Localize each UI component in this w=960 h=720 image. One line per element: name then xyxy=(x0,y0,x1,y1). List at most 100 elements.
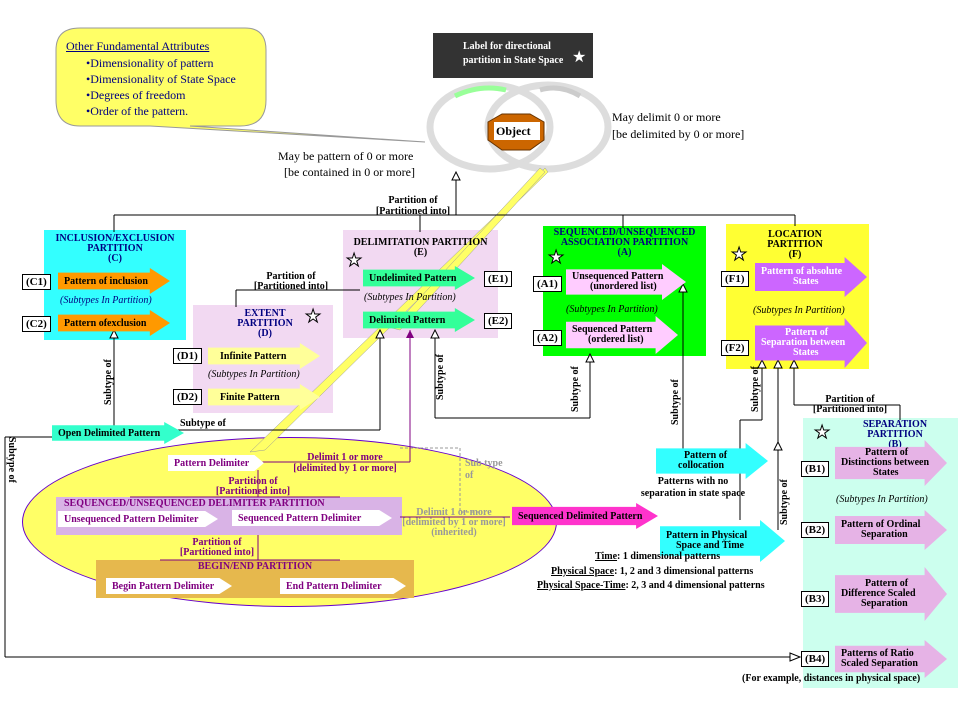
title-line: ASSOCIATION PARTITION xyxy=(560,237,689,248)
callout-title: Other Fundamental Attributes xyxy=(66,39,210,53)
ratio-scaled-arrow[interactable]: Patterns of Ratio Scaled Separation xyxy=(835,640,947,678)
title-line: SEPARATION xyxy=(862,419,928,430)
code-f1: (F1) xyxy=(721,271,749,287)
subtype-label-vertical: Subtype of xyxy=(6,437,17,483)
arrow-label: Scaled Separation xyxy=(841,658,918,669)
arrow-label: Pattern Delimiter xyxy=(174,457,250,469)
title-line: EXTENT xyxy=(244,308,286,319)
dimension-time: Time: 1 dimensional patterns xyxy=(595,551,720,562)
inherited-text: (inherited) xyxy=(431,527,477,538)
title-line: PARTITION xyxy=(767,239,823,250)
pattern-delimiter-arrow[interactable]: Pattern Delimiter xyxy=(168,455,264,471)
star-icon: ★ xyxy=(730,244,748,265)
partition-code: (F) xyxy=(788,249,802,260)
code-e2: (E2) xyxy=(484,313,513,329)
unsequenced-delimiter-arrow[interactable]: Unsequenced Pattern Delimiter xyxy=(58,511,218,527)
difference-scaled-arrow[interactable]: Pattern of Difference Scaled Separation xyxy=(835,567,947,621)
subtype-label: Subtype of xyxy=(779,479,790,525)
delimit-label: Delimit 1 or more [delimited by 1 or mor… xyxy=(280,452,410,474)
distinctions-arrow[interactable]: Pattern of Distinctions between States xyxy=(835,440,947,486)
arrow-label: Pattern of xyxy=(865,578,909,589)
arrow-label: Separation between xyxy=(761,337,846,348)
end-delimiter-arrow[interactable]: End Pattern Delimiter xyxy=(280,578,406,594)
top-partition-label: Partition of [Partitioned into] xyxy=(368,195,458,217)
subtype-text: of xyxy=(465,470,474,481)
unsequenced-pattern-arrow[interactable]: Unsequenced Pattern (unordered list) xyxy=(566,264,686,300)
delimited-pattern-arrow[interactable]: Delimited Pattern xyxy=(363,308,475,332)
undelimited-pattern-arrow[interactable]: Undelimited Pattern xyxy=(363,266,475,290)
arrow-label: (unordered list) xyxy=(590,281,657,292)
arrow-label: collocation xyxy=(678,460,725,471)
physical-space-arrow[interactable]: Pattern in Physical Space and Time xyxy=(660,520,785,562)
partition-b-title: SEPARATION PARTITION (B) xyxy=(840,420,950,450)
code-c2: (C2) xyxy=(22,316,51,332)
arrow-label: Unsequenced Pattern Delimiter xyxy=(64,513,199,525)
dim-value: : 1, 2 and 3 dimensional patterns xyxy=(614,566,754,577)
arrow-label: Infinite Pattern xyxy=(220,350,287,362)
subtype-label: Subtype of xyxy=(570,366,581,412)
title-line: PARTITION xyxy=(87,243,143,254)
directional-label-box: Label for directional partition in State… xyxy=(433,33,593,78)
arrow-label: Pattern of Ordinal xyxy=(841,519,921,530)
sequenced-delimiter-arrow[interactable]: Sequenced Pattern Delimiter xyxy=(232,510,392,526)
delimit-text: Delimit 1 or more xyxy=(307,452,383,463)
dimension-spacetime: Physical Space-Time: 2, 3 and 4 dimensio… xyxy=(537,580,765,591)
code-f2: (F2) xyxy=(721,340,749,356)
code-b4: (B4) xyxy=(801,651,830,667)
title-line: INCLUSION/EXCLUSION xyxy=(55,233,175,244)
begin-delimiter-arrow[interactable]: Begin Pattern Delimiter xyxy=(106,578,232,594)
arrow-label: Sequenced Pattern xyxy=(572,324,653,335)
subtypes-text: (Subtypes In Partition) xyxy=(208,369,300,380)
arrow-label: Delimited Pattern xyxy=(369,314,446,326)
partition-of-text: Partition of xyxy=(388,195,438,206)
arrow-label: Pattern of inclusion xyxy=(64,275,148,287)
sequenced-delimited-arrow[interactable]: Sequenced Delimited Pattern xyxy=(512,503,658,529)
example-note: (For example, distances in physical spac… xyxy=(742,673,921,684)
dim-key: Time xyxy=(595,551,618,562)
arrow-label: Separation xyxy=(861,529,908,540)
subtypes-text: (Subtypes In Partition) xyxy=(364,292,456,303)
subtypes-text: (Subtypes In Partition) xyxy=(566,304,658,315)
callout-bubble xyxy=(55,27,426,143)
collocation-arrow[interactable]: Pattern of collocation xyxy=(656,443,768,479)
star-icon: ★ xyxy=(345,250,363,271)
title-line: PARTITION xyxy=(237,318,293,329)
partitioned-into-text: [Partitioned into] xyxy=(253,281,329,292)
arrow-label: Patterns of Ratio xyxy=(841,648,914,659)
partition-of-text: Partition of xyxy=(228,476,278,487)
code-b3: (B3) xyxy=(801,591,830,607)
separation-states-arrow[interactable]: Pattern of Separation between States xyxy=(755,318,867,368)
subtype-label: Subtype of xyxy=(103,359,114,405)
dim-key: Physical Space-Time xyxy=(537,580,626,591)
arrow-label: Pattern in Physical xyxy=(666,530,748,541)
arrow-label: Pattern of absolute xyxy=(761,266,843,277)
open-delimited-arrow[interactable]: Open Delimited Pattern xyxy=(52,422,184,444)
partition-of-text: Partition of xyxy=(266,271,316,282)
arrow-label: Unsequenced Pattern xyxy=(572,271,664,282)
partitioned-into-text: [Partitioned into] xyxy=(375,206,451,217)
subtype-text: Subtype of xyxy=(6,437,17,483)
dim-value: : 2, 3 and 4 dimensional patterns xyxy=(625,580,765,591)
partition-code: (C) xyxy=(108,253,122,264)
ring-left xyxy=(426,81,554,173)
partition-of-text: Partition of xyxy=(192,537,242,548)
arrow-label: Distinctions between xyxy=(841,457,930,468)
star-icon: ★ xyxy=(304,306,322,327)
arrow-label: Open Delimited Pattern xyxy=(58,427,161,439)
arrow-label: Pattern ofexclusion xyxy=(64,317,147,329)
arrow-label: End Pattern Delimiter xyxy=(286,580,382,592)
callout-item: •Degrees of freedom xyxy=(86,88,186,102)
ordinal-separation-arrow[interactable]: Pattern of Ordinal Separation xyxy=(835,510,947,550)
arrow-label: States xyxy=(873,467,899,478)
partition-code: (A) xyxy=(617,247,632,258)
inherited-label: Delimit 1 or more [delimited by 1 or mor… xyxy=(398,508,510,538)
arrow-label: Difference Scaled xyxy=(841,588,916,599)
title-line: SEQUENCED/UNSEQUENCED xyxy=(553,227,696,238)
sequenced-pattern-arrow[interactable]: Sequenced Pattern (ordered list) xyxy=(566,316,678,354)
title-line: LOCATION xyxy=(768,229,822,240)
absolute-states-arrow[interactable]: Pattern of absolute States xyxy=(755,257,867,297)
partition-c-title: INCLUSION/EXCLUSION PARTITION (C) xyxy=(44,234,186,264)
dimension-space: Physical Space: 1, 2 and 3 dimensional p… xyxy=(551,566,753,577)
arrow-label: Sequenced Delimited Pattern xyxy=(518,510,643,522)
